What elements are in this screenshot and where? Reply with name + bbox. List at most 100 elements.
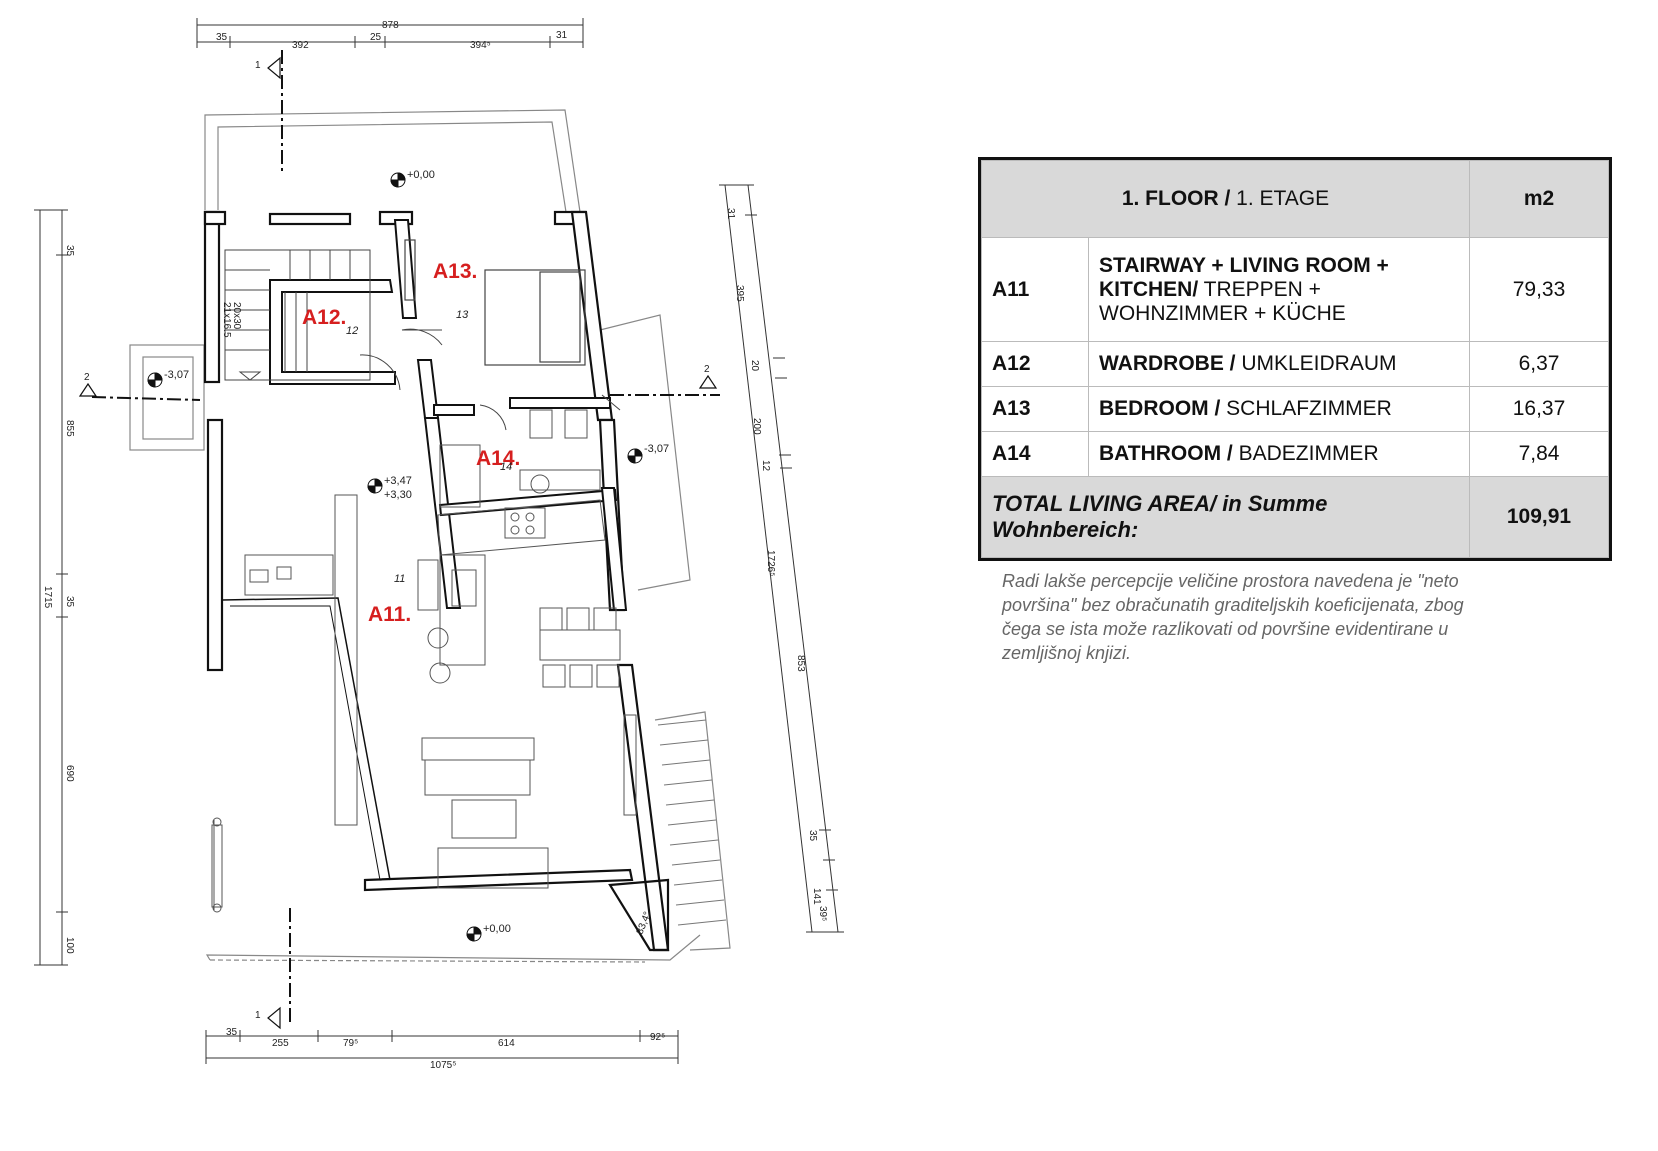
level-3: +3,30 bbox=[384, 489, 412, 501]
dim-right-3: 20 bbox=[749, 360, 760, 372]
dim-top-5: 31 bbox=[556, 30, 568, 41]
table-row: A13 BEDROOM / SCHLAFZIMMER 16,37 bbox=[981, 386, 1609, 432]
dim-bottom-3: 79⁵ bbox=[343, 1038, 358, 1049]
bathroom-fixtures bbox=[439, 409, 601, 508]
row-name-normal: UMKLEIDRAUM bbox=[1235, 352, 1397, 375]
section-mark-3: 2 bbox=[704, 364, 710, 375]
dim-top-2: 392 bbox=[292, 40, 309, 51]
dim-bottom-4: 614 bbox=[498, 1038, 515, 1049]
room-num-11: 11 bbox=[394, 573, 405, 585]
top-dimensions bbox=[196, 18, 584, 48]
header-title-normal: 1. ETAGE bbox=[1230, 187, 1330, 210]
room-label-a14: A14. bbox=[476, 447, 520, 470]
row-id: A12 bbox=[981, 341, 1089, 387]
room-num-14: 14 bbox=[500, 461, 512, 473]
dim-top-overall: 878 bbox=[382, 20, 399, 31]
row-name: WARDROBE / UMKLEIDRAUM bbox=[1088, 341, 1470, 387]
area-table: 1. FLOOR / 1. ETAGE m2 A11 STAIRWAY + LI… bbox=[978, 157, 1612, 561]
living-furniture bbox=[211, 494, 637, 913]
dim-right-4: 200 bbox=[751, 418, 762, 435]
row-area: 7,84 bbox=[1469, 431, 1609, 477]
section-mark-2: 2 bbox=[84, 372, 90, 383]
total-label: TOTAL LIVING AREA/ in Summe Wohnbereich: bbox=[981, 476, 1470, 558]
note-line: zemljišnoj knjizi. bbox=[1002, 643, 1132, 663]
dim-left-overall: 1715 bbox=[42, 586, 53, 609]
right-dimensions bbox=[719, 184, 844, 933]
room-label-a13: A13. bbox=[433, 260, 477, 283]
dim-right-9: 39⁵ bbox=[817, 906, 828, 921]
internal-stair bbox=[224, 249, 371, 381]
dim-left-3: 35 bbox=[64, 596, 75, 608]
interior-walls bbox=[221, 219, 628, 881]
table-row: A11 STAIRWAY + LIVING ROOM + KITCHEN/ TR… bbox=[981, 237, 1609, 342]
dim-right-5: 12 bbox=[760, 460, 771, 472]
row-name: BEDROOM / SCHLAFZIMMER bbox=[1088, 386, 1470, 432]
dim-right-7: 35 bbox=[807, 830, 818, 842]
section-markers bbox=[78, 56, 718, 1030]
dim-bottom-1: 35 bbox=[226, 1027, 238, 1038]
row-name-bold: BATHROOM / bbox=[1099, 442, 1233, 465]
row-name-normal: SCHLAFZIMMER bbox=[1220, 397, 1392, 420]
note-line: Radi lakše percepcije veličine prostora … bbox=[1002, 571, 1459, 591]
floor-plan: 878 35 392 25 394⁵ 31 35 255 79⁵ 614 92⁵… bbox=[34, 18, 844, 1071]
outdoor-stair bbox=[657, 719, 727, 926]
level-4: -3,07 bbox=[644, 443, 669, 455]
row-name: STAIRWAY + LIVING ROOM + KITCHEN/ TREPPE… bbox=[1088, 237, 1470, 342]
dim-bottom-2: 255 bbox=[272, 1038, 289, 1049]
dim-bottom-5: 92⁵ bbox=[650, 1032, 665, 1043]
dim-right-overall: 1726⁵ bbox=[765, 550, 776, 576]
room-num-13: 13 bbox=[456, 309, 469, 321]
dim-right-6: 853 bbox=[795, 655, 806, 672]
area-note: Radi lakše percepcije veličine prostora … bbox=[1002, 569, 1542, 665]
level-markers bbox=[147, 172, 643, 942]
row-name-normal: TREPPEN + WOHNZIMMER + KÜCHE bbox=[1099, 277, 1346, 325]
row-name: BATHROOM / BADEZIMMER bbox=[1088, 431, 1470, 477]
dim-bottom-overall: 1075⁵ bbox=[430, 1060, 456, 1071]
section-lines bbox=[91, 50, 720, 1025]
left-dimensions bbox=[34, 209, 68, 966]
dim-right-1: 31 bbox=[725, 208, 736, 220]
total-row: TOTAL LIVING AREA/ in Summe Wohnbereich:… bbox=[981, 476, 1609, 558]
doors bbox=[359, 328, 621, 431]
section-mark-4: 1 bbox=[255, 1010, 261, 1021]
level-0: +0,00 bbox=[407, 169, 435, 181]
table-header-title: 1. FLOOR / 1. ETAGE bbox=[981, 160, 1470, 238]
row-id: A13 bbox=[981, 386, 1089, 432]
dim-top-3: 25 bbox=[370, 32, 382, 43]
dim-top-4: 394⁵ bbox=[470, 40, 491, 51]
row-name-bold: WARDROBE / bbox=[1099, 352, 1236, 375]
stair-note-2: 21x16.5 bbox=[221, 302, 232, 338]
dim-top-1: 35 bbox=[216, 32, 228, 43]
dim-left-4: 690 bbox=[64, 765, 75, 782]
kitchen bbox=[427, 499, 606, 684]
row-name-bold: BEDROOM / bbox=[1099, 397, 1221, 420]
dim-left-5: 100 bbox=[64, 937, 75, 954]
table-header-unit: m2 bbox=[1469, 160, 1609, 238]
dim-right-2: 395 bbox=[734, 285, 745, 302]
table-row: A14 BATHROOM / BADEZIMMER 7,84 bbox=[981, 431, 1609, 477]
level-5: +0,00 bbox=[483, 923, 511, 935]
row-name-bold: STAIRWAY + LIVING ROOM + KITCHEN/ bbox=[1099, 253, 1389, 301]
room-label-a12: A12. bbox=[302, 306, 346, 329]
room-label-a11: A11. bbox=[368, 603, 411, 626]
dim-right-8: 141 bbox=[811, 888, 822, 905]
note-line: površina" bez obračunatih graditeljskih … bbox=[1002, 595, 1464, 615]
level-2: +3,47 bbox=[384, 475, 412, 487]
note-line: čega se ista može razlikovati od površin… bbox=[1002, 619, 1449, 639]
total-value: 109,91 bbox=[1469, 476, 1609, 558]
row-id: A14 bbox=[981, 431, 1089, 477]
table-row: A12 WARDROBE / UMKLEIDRAUM 6,37 bbox=[981, 341, 1609, 387]
row-area: 6,37 bbox=[1469, 341, 1609, 387]
dim-left-2: 855 bbox=[64, 420, 75, 437]
header-title-bold: 1. FLOOR / bbox=[1121, 187, 1231, 210]
level-1: -3,07 bbox=[164, 369, 189, 381]
bed bbox=[404, 239, 586, 366]
room-num-12: 12 bbox=[346, 325, 358, 337]
dining-table bbox=[539, 607, 621, 688]
row-name-normal: BADEZIMMER bbox=[1232, 442, 1379, 465]
row-id: A11 bbox=[981, 237, 1089, 342]
row-area: 79,33 bbox=[1469, 237, 1609, 342]
row-area: 16,37 bbox=[1469, 386, 1609, 432]
dim-left-1: 35 bbox=[64, 245, 75, 257]
bottom-dimensions bbox=[205, 1030, 679, 1064]
